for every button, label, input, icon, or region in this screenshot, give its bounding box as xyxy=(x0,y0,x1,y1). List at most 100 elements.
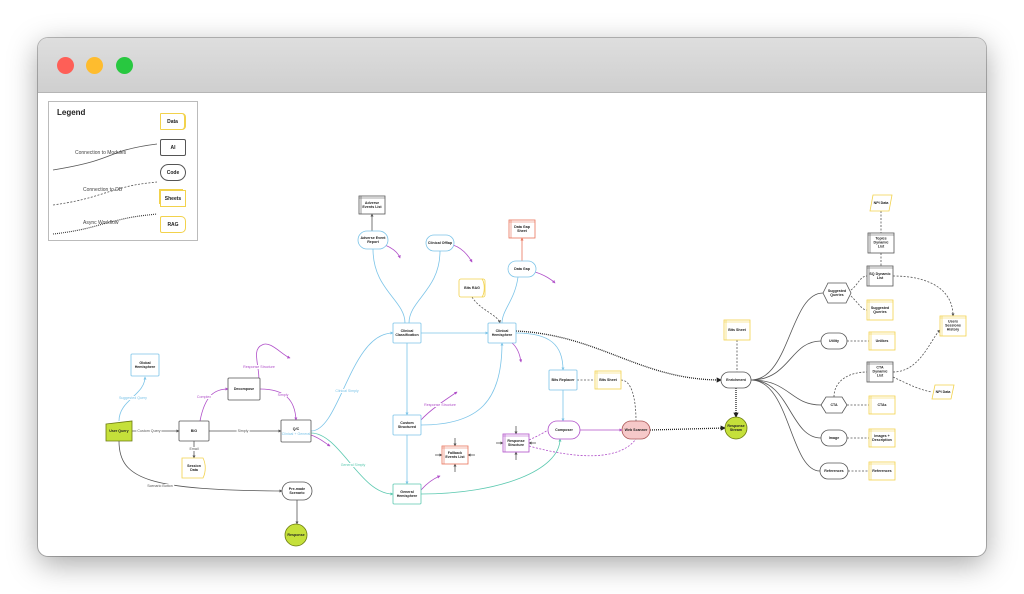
connector-5 xyxy=(259,388,298,421)
node-suggested-queries-hex[interactable] xyxy=(822,282,852,304)
node-enrichment[interactable] xyxy=(720,371,752,389)
legend-label-db: Connection to DB xyxy=(83,187,123,193)
node-qc[interactable] xyxy=(280,419,312,443)
node-general-hemisphere[interactable] xyxy=(392,483,422,505)
legend-sheets: Sheets xyxy=(160,190,186,207)
node-label-clinical-hemisphere: Clinical Hemisphere xyxy=(491,328,513,337)
node-clinical-classification[interactable] xyxy=(392,322,422,344)
connector-21 xyxy=(534,271,556,284)
node-label-image: Image xyxy=(828,435,840,440)
node-label-npi-data-1: NPI Data xyxy=(873,200,889,205)
node-label-sq-dynamic-list: SQ Dynamic List xyxy=(869,271,891,280)
node-clinical-hemisphere[interactable] xyxy=(487,322,517,344)
node-response-stream[interactable] xyxy=(724,416,748,440)
node-adverse-event-report[interactable] xyxy=(357,230,389,250)
node-npi-data-1[interactable] xyxy=(869,194,893,212)
node-npi-data-2[interactable] xyxy=(931,384,955,400)
node-label-clinical-classification: Clinical Classification xyxy=(395,328,419,337)
connector-37 xyxy=(528,438,637,457)
node-bits-rag[interactable] xyxy=(458,278,486,298)
node-premade-scenario[interactable] xyxy=(281,481,313,501)
edge-label: Complex xyxy=(195,395,213,399)
node-label-cta-dynamic-list: CTA Dynamic List xyxy=(872,365,888,379)
connector-32 xyxy=(649,425,726,431)
node-global-hemisphere[interactable] xyxy=(130,353,160,377)
connector-30 xyxy=(620,379,637,422)
node-ctas[interactable] xyxy=(868,395,896,415)
edge-label: Email xyxy=(188,447,200,451)
legend-line-db xyxy=(52,181,158,206)
connector-25 xyxy=(511,342,523,363)
node-session-data[interactable] xyxy=(181,457,206,479)
node-cta-dynamic-list[interactable] xyxy=(866,361,894,383)
node-references-data[interactable] xyxy=(868,461,896,481)
node-bits-replacer[interactable] xyxy=(548,369,578,391)
connector-45 xyxy=(850,275,868,291)
node-cta[interactable] xyxy=(820,396,848,414)
node-response[interactable] xyxy=(284,523,308,547)
node-suggested-queries-data[interactable] xyxy=(866,299,894,321)
legend: Legend Connection to Modules Connection … xyxy=(48,101,198,241)
legend-title: Legend xyxy=(57,108,86,117)
node-sq-dynamic-list[interactable] xyxy=(866,265,894,287)
node-label-composer: Composer xyxy=(555,427,573,432)
node-fallback-events-list[interactable] xyxy=(441,445,469,465)
connector-34 xyxy=(420,438,562,495)
legend-data: Data xyxy=(160,113,186,130)
node-bio[interactable] xyxy=(178,420,210,442)
connector-19 xyxy=(452,244,473,263)
node-response-structure[interactable] xyxy=(502,433,530,453)
node-bits-sheet-2[interactable] xyxy=(723,319,751,341)
node-label-bio: BIO xyxy=(190,428,198,433)
node-topics-dynamic-list[interactable] xyxy=(867,232,895,254)
node-bits-sheet-1[interactable] xyxy=(594,370,622,390)
edge-label: Scenario Button xyxy=(146,484,174,488)
node-label-response: Response xyxy=(287,532,305,537)
connector-18 xyxy=(384,244,401,259)
node-unlikes[interactable] xyxy=(868,331,896,351)
connector-22 xyxy=(501,276,519,324)
node-references-node[interactable] xyxy=(819,462,849,480)
node-label-adverse-events-list: Adverse Events List xyxy=(362,200,382,209)
node-label-web-scanner: Web Scanner xyxy=(624,427,648,432)
node-label-bits-replacer: Bits Replacer xyxy=(551,377,575,382)
node-data-gap[interactable] xyxy=(507,260,537,278)
connector-43 xyxy=(750,379,822,439)
zoom-button[interactable] xyxy=(116,57,133,74)
node-label-npi-data-2: NPI Data xyxy=(935,389,951,394)
close-button[interactable] xyxy=(57,57,74,74)
connector-44 xyxy=(750,379,821,472)
edge-label: Custom Query xyxy=(136,429,162,433)
node-data-gap-sheet[interactable] xyxy=(508,219,536,239)
node-composer[interactable] xyxy=(547,420,581,440)
node-label-custom-structured: Custom Structured xyxy=(397,420,417,429)
connector-7 xyxy=(118,440,283,493)
node-label-session-data: Session Data xyxy=(187,463,201,472)
legend-line-async xyxy=(52,213,158,235)
node-image[interactable] xyxy=(820,429,848,447)
connector-35 xyxy=(420,475,441,491)
minimize-button[interactable] xyxy=(86,57,103,74)
legend-rag: RAG xyxy=(160,216,186,233)
legend-label-async: Async Workflow xyxy=(83,220,119,226)
legend-code: Code xyxy=(160,164,186,181)
node-label-decompose: Decompose xyxy=(233,386,255,391)
node-label-adverse-event-report: Adverse Event Report xyxy=(360,235,386,244)
node-clinical-offlap[interactable] xyxy=(425,234,455,252)
node-label-user-query: User Query xyxy=(109,428,129,433)
connector-23 xyxy=(471,296,501,324)
node-utility[interactable] xyxy=(820,332,848,350)
legend-ai: AI xyxy=(160,139,186,156)
node-label-suggested-queries-hex: Suggested Queries xyxy=(827,288,847,297)
node-adverse-events-list[interactable] xyxy=(358,195,386,215)
node-label-premade-scenario: Pre-made Scenario xyxy=(288,486,306,495)
edge-label: Simply xyxy=(276,393,290,397)
node-custom-structured[interactable] xyxy=(392,414,422,436)
node-images-description[interactable] xyxy=(868,428,896,448)
node-web-scanner[interactable] xyxy=(621,420,651,440)
node-user-query[interactable] xyxy=(105,420,133,442)
node-decompose[interactable] xyxy=(227,377,261,401)
node-label-clinical-offlap: Clinical Offlap xyxy=(427,240,453,245)
node-users-sessions-history[interactable] xyxy=(939,315,967,337)
